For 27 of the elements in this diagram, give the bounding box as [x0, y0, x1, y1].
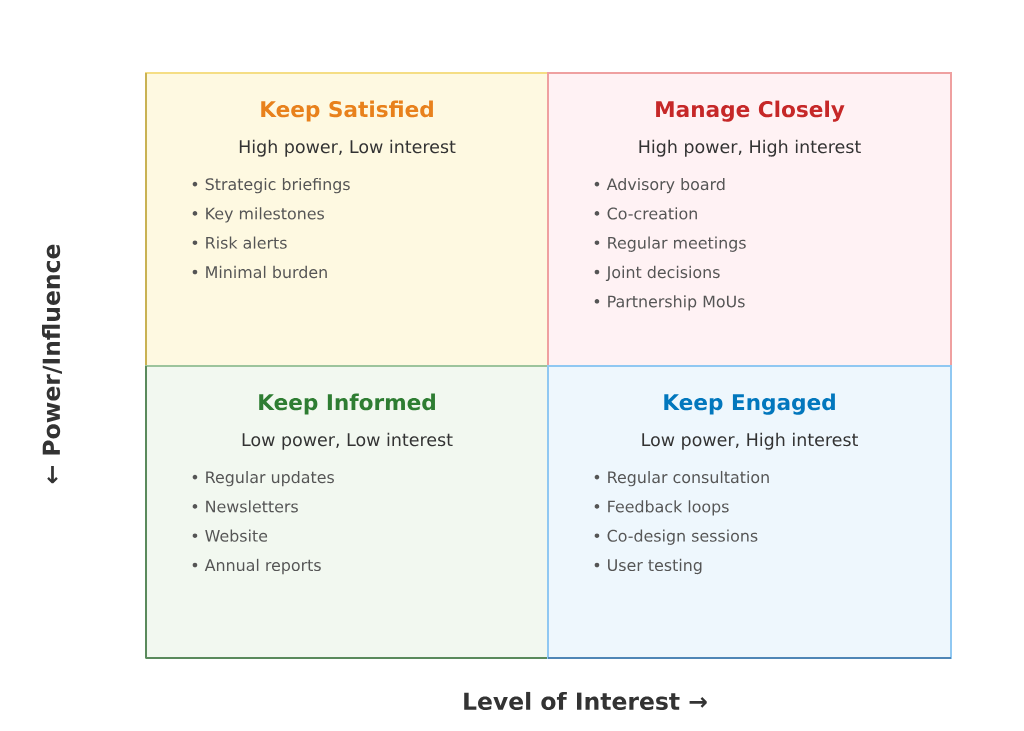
bullet-item: • Key milestones	[192, 207, 324, 223]
quadrant-subtitle: High power, High interest	[639, 139, 861, 157]
bullet-item: • Risk alerts	[192, 236, 287, 249]
bullet-item: • Website	[192, 529, 268, 542]
bullet-item: • Regular meetings	[594, 236, 746, 252]
bullet-item: • User testing	[594, 558, 702, 575]
axis-title: ← Power/Influence	[42, 244, 62, 484]
bullet-item: • Regular updates	[192, 470, 334, 487]
quadrant-subtitle: High power, Low interest	[239, 139, 456, 157]
bullet-item: • Minimal burden	[192, 265, 327, 279]
bullet-item: • Strategic briefings	[192, 177, 350, 194]
quadrant-subtitle: Low power, Low interest	[242, 432, 453, 450]
bullet-item: • Feedback loops	[594, 500, 729, 516]
bullet-item: • Partnership MoUs	[594, 295, 745, 311]
bullet-item: • Co-design sessions	[594, 529, 758, 545]
quadrant-title: Keep Satisfied	[261, 100, 433, 122]
quadrant-subtitle: Low power, High interest	[642, 432, 858, 450]
bullet-item: • Co-creation	[594, 207, 697, 220]
bullet-item: • Regular consultation	[594, 470, 769, 487]
axis-title: Level of Interest →	[464, 691, 707, 711]
quadrant-title: Keep Informed	[259, 393, 435, 415]
bullet-item: • Advisory board	[594, 177, 725, 194]
bullet-item: • Newsletters	[192, 500, 298, 513]
quadrant-title: Keep Engaged	[664, 393, 835, 415]
quadrant-title: Manage Closely	[656, 100, 845, 122]
bullet-item: • Joint decisions	[594, 265, 720, 282]
bullet-item: • Annual reports	[192, 558, 321, 575]
